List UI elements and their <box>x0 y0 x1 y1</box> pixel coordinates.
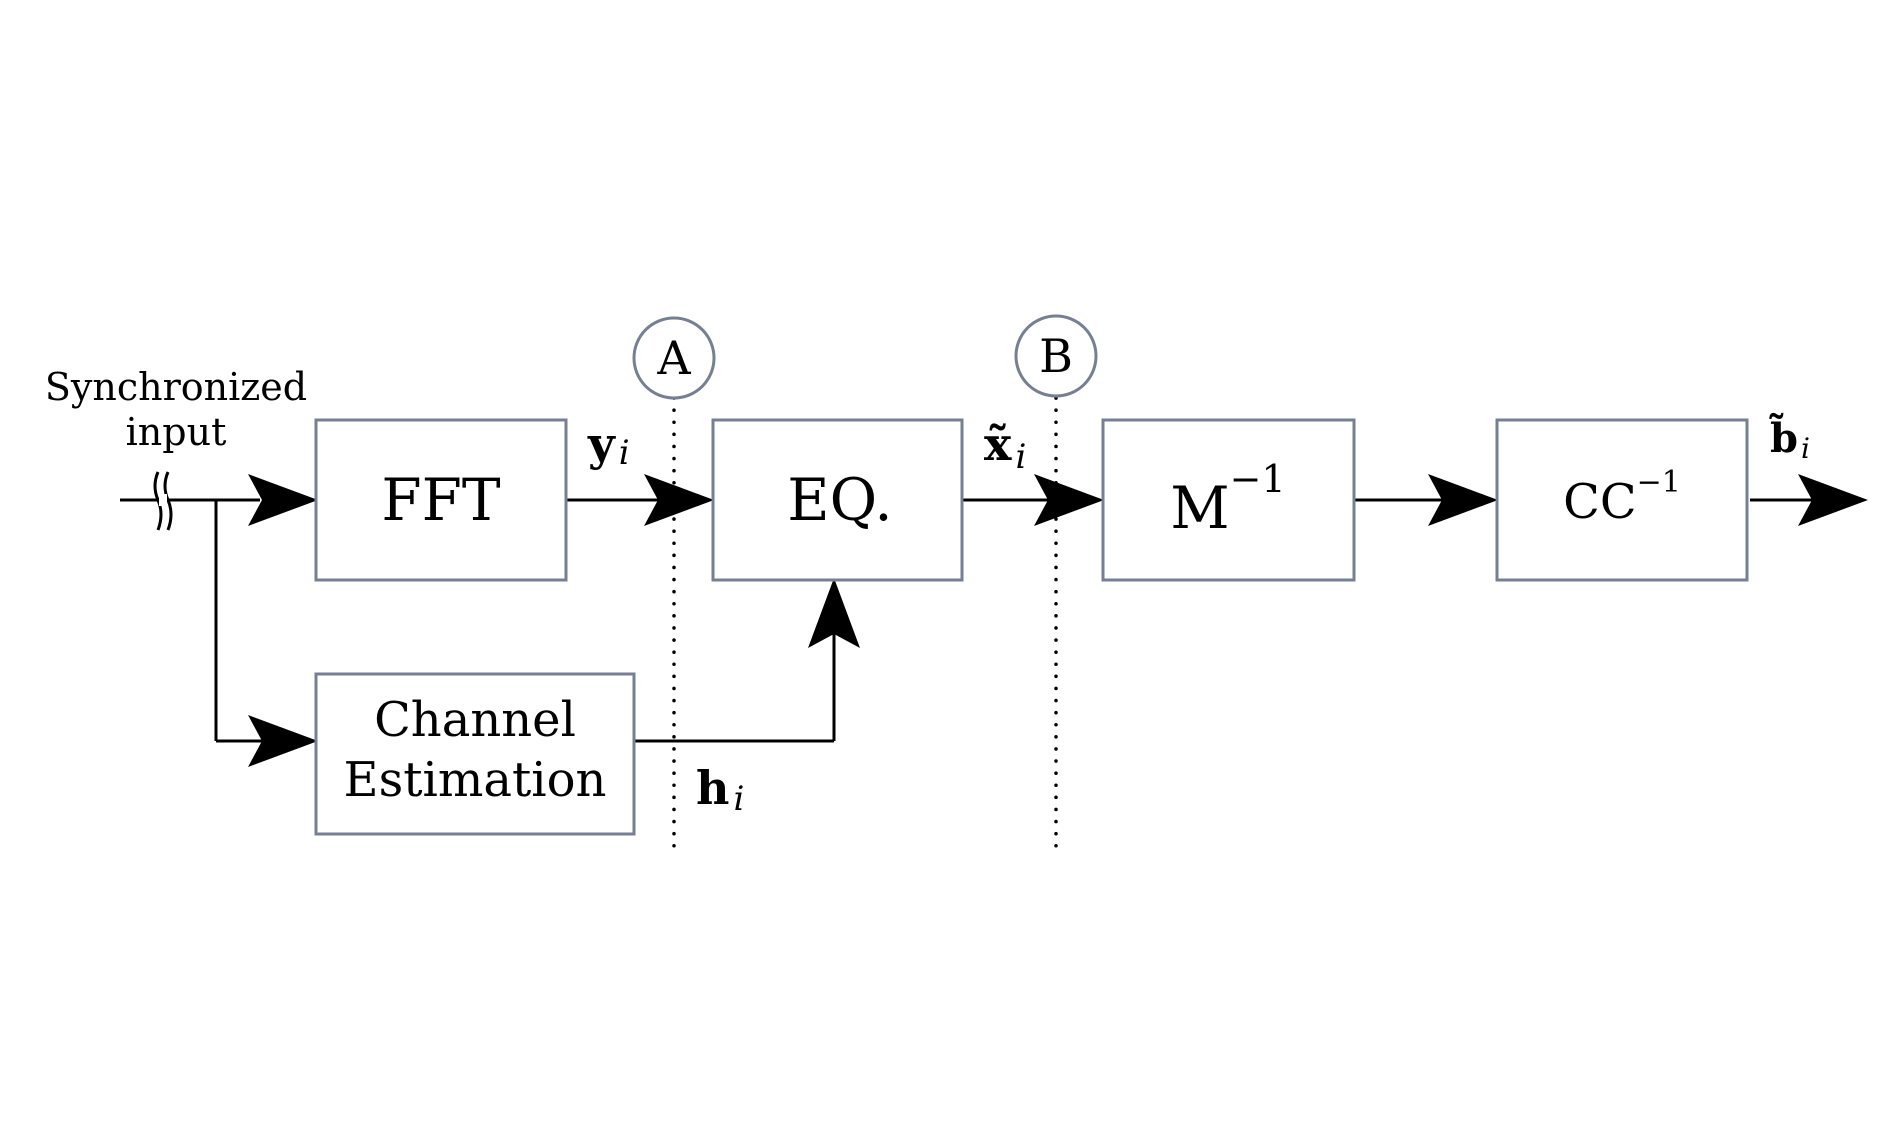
channel-estimation-label-line2: Estimation <box>344 752 607 808</box>
probe-marker-b: B <box>1014 314 1098 398</box>
mapper-block: M−1 <box>1101 418 1356 582</box>
signal-y-sub: i <box>619 433 630 473</box>
mapper-block-sup: −1 <box>1230 457 1286 501</box>
probe-marker-a-label: A <box>656 331 691 385</box>
arrowhead-to-eq <box>644 474 714 526</box>
channel-estimation-label-line1: Channel <box>374 692 576 748</box>
signal-wires <box>120 498 1830 743</box>
probe-marker-a: A <box>632 316 716 400</box>
signal-x-base: x̃ <box>984 417 1012 471</box>
signal-h-base: h <box>696 761 729 815</box>
eq-block-label: EQ. <box>787 466 892 534</box>
signal-y-base: y <box>587 417 616 471</box>
arrowhead-to-fft <box>248 474 318 526</box>
probe-marker-b-label: B <box>1039 329 1073 383</box>
decoder-block: CC−1 <box>1495 418 1749 582</box>
signal-b-sub: i <box>1801 432 1810 465</box>
arrowhead-output <box>1798 474 1868 526</box>
arrowhead-to-channel <box>248 715 318 767</box>
decoder-block-base: CC <box>1563 474 1636 530</box>
signal-b-base: b̃ <box>1768 414 1798 462</box>
signal-b-label: b̃i <box>1768 414 1810 465</box>
fft-block-label: FFT <box>381 466 500 534</box>
channel-estimation-block: Channel Estimation <box>314 672 636 836</box>
arrowhead-channel-to-eq <box>808 578 860 648</box>
decoder-block-label: CC−1 <box>1563 465 1681 530</box>
input-label-line2: input <box>126 410 227 454</box>
mapper-block-base: M <box>1170 474 1229 542</box>
input-label-line1: Synchronized <box>45 365 307 409</box>
fft-block: FFT <box>314 418 568 582</box>
arrowheads <box>248 474 1868 767</box>
arrowhead-to-decoder <box>1428 474 1498 526</box>
signal-x-sub: i <box>1015 437 1026 477</box>
signal-h-sub: i <box>733 779 744 819</box>
signal-x-label: x̃i <box>984 417 1026 477</box>
input-break-mark <box>153 471 173 531</box>
eq-block: EQ. <box>711 418 964 582</box>
mapper-block-label: M−1 <box>1170 457 1285 542</box>
arrowhead-to-mapper <box>1034 474 1104 526</box>
decoder-block-sup: −1 <box>1637 465 1681 500</box>
